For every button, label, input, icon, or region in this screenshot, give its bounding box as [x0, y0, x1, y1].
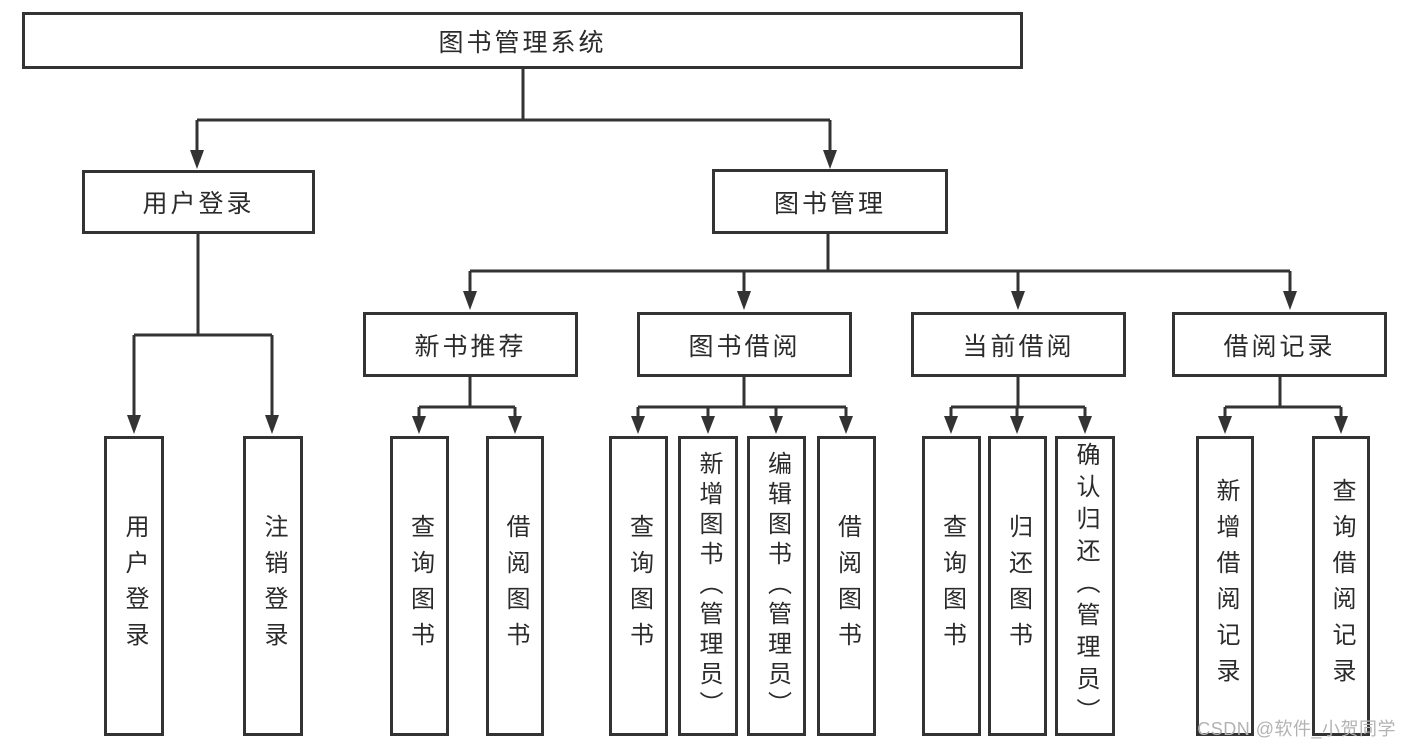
leaf-query-book-recommend-label: 查询图书: [406, 514, 434, 658]
node-book-management: 图书管理: [712, 169, 948, 234]
leaf-confirm-return-admin: 确认归还（管理员）: [1055, 436, 1115, 736]
node-root: 图书管理系统: [22, 12, 1023, 69]
leaf-query-book-current-label: 查询图书: [938, 514, 966, 658]
csdn-watermark: CSDN @软件_小贺同学: [1197, 719, 1396, 739]
leaf-query-book-current: 查询图书: [922, 436, 981, 736]
node-user-login-label: 用户登录: [142, 190, 255, 218]
leaf-borrow-book-label: 借阅图书: [833, 514, 861, 658]
leaf-user-login: 用户登录: [104, 436, 164, 736]
node-root-label: 图书管理系统: [438, 28, 607, 57]
leaf-query-book-borrowing-label: 查询图书: [625, 514, 653, 658]
node-book-management-label: 图书管理: [773, 189, 886, 218]
leaf-logout: 注销登录: [243, 436, 303, 736]
leaf-edit-book-admin: 编辑图书（管理员）: [747, 436, 806, 736]
node-borrowing-records: 借阅记录: [1172, 312, 1387, 377]
node-user-login: 用户登录: [82, 170, 315, 234]
node-current-borrowing: 当前借阅: [911, 312, 1126, 377]
leaf-add-borrow-record: 新增借阅记录: [1196, 436, 1254, 736]
node-new-book-recommendation: 新书推荐: [363, 312, 578, 377]
leaf-return-book: 归还图书: [988, 436, 1047, 736]
node-new-book-recommendation-label: 新书推荐: [414, 332, 527, 361]
leaf-return-book-label: 归还图书: [1004, 514, 1032, 658]
node-book-borrowing-label: 图书借阅: [688, 332, 801, 361]
leaf-logout-label: 注销登录: [260, 514, 287, 658]
leaf-query-book-recommend: 查询图书: [390, 436, 449, 736]
leaf-add-book-admin: 新增图书（管理员）: [678, 436, 738, 736]
node-book-borrowing: 图书借阅: [637, 312, 852, 377]
leaf-query-book-borrowing: 查询图书: [609, 436, 668, 736]
leaf-query-borrow-record: 查询借阅记录: [1312, 436, 1370, 736]
node-current-borrowing-label: 当前借阅: [962, 332, 1075, 361]
leaf-user-login-label: 用户登录: [121, 514, 148, 658]
leaf-add-book-admin-label: 新增图书（管理员）: [695, 451, 722, 721]
leaf-add-borrow-record-label: 新增借阅记录: [1212, 478, 1239, 694]
leaf-borrow-book: 借阅图书: [817, 436, 876, 736]
node-borrowing-records-label: 借阅记录: [1223, 332, 1336, 361]
leaf-query-borrow-record-label: 查询借阅记录: [1328, 478, 1355, 694]
leaf-confirm-return-admin-label: 确认归还（管理员）: [1072, 442, 1099, 730]
leaf-edit-book-admin-label: 编辑图书（管理员）: [763, 451, 791, 721]
leaf-borrow-book-recommend: 借阅图书: [486, 436, 544, 736]
leaf-borrow-book-recommend-label: 借阅图书: [502, 514, 529, 658]
